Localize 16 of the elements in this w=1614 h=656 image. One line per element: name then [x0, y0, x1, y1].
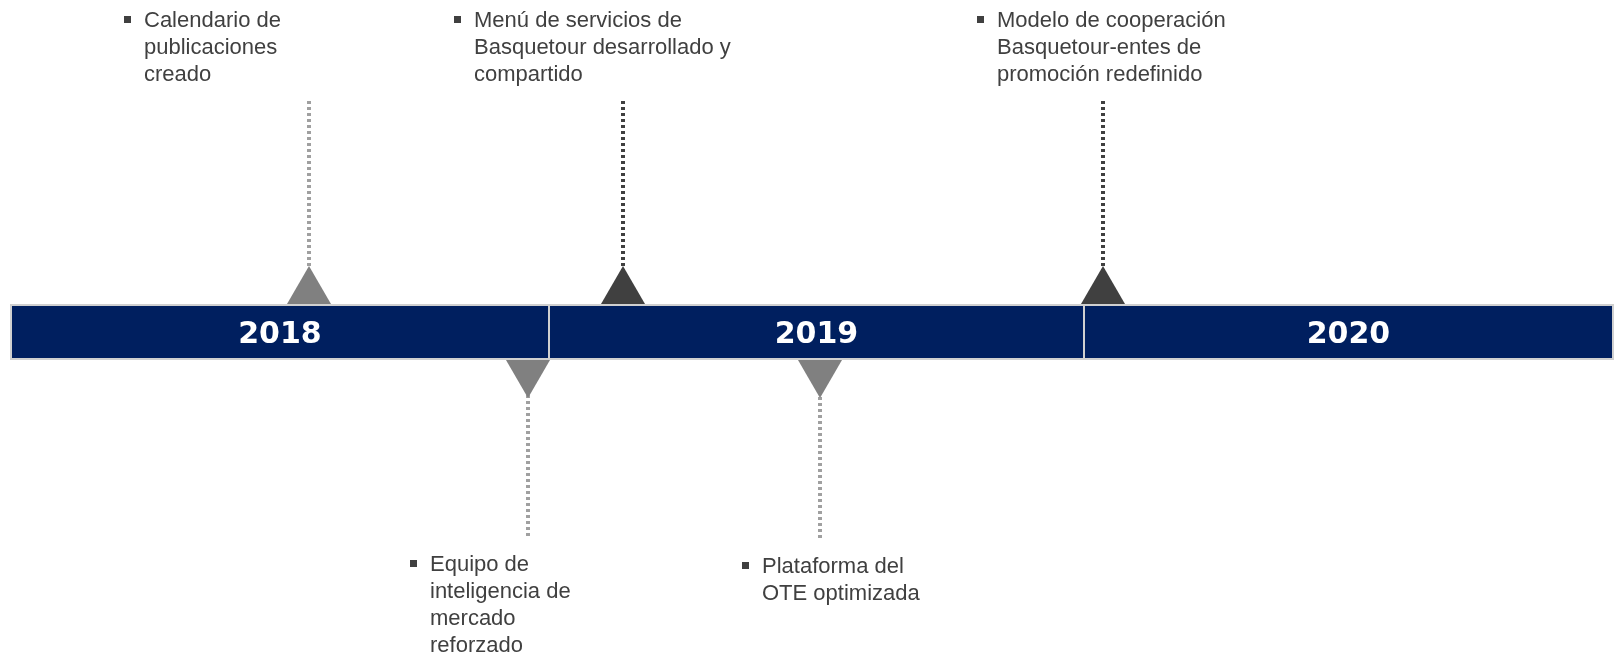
leader-line: [798, 360, 842, 538]
milestone-text: Menú de servicios de Basquetour desarrollado y compartido: [452, 6, 772, 87]
leader-line: [1081, 101, 1125, 304]
leader-line: [601, 101, 645, 304]
milestone-text: Equipo de inteligencia de mercado reforzado: [408, 550, 588, 656]
year-band: [1083, 304, 1614, 360]
milestone-text: Modelo de cooperación Basquetour-entes de promoción redefinido: [975, 6, 1295, 87]
year-band: [548, 304, 1085, 360]
leader-line: [506, 360, 550, 536]
year-label: 2020: [1306, 314, 1391, 350]
year-label: 2018: [238, 314, 322, 350]
year-label: 2019: [774, 314, 859, 350]
milestone-text: Calendario de publicaciones creado: [122, 6, 322, 87]
milestone-text: Plataforma del OTE optimizada: [740, 552, 940, 606]
year-band: [10, 304, 550, 360]
leader-line: [287, 101, 331, 304]
